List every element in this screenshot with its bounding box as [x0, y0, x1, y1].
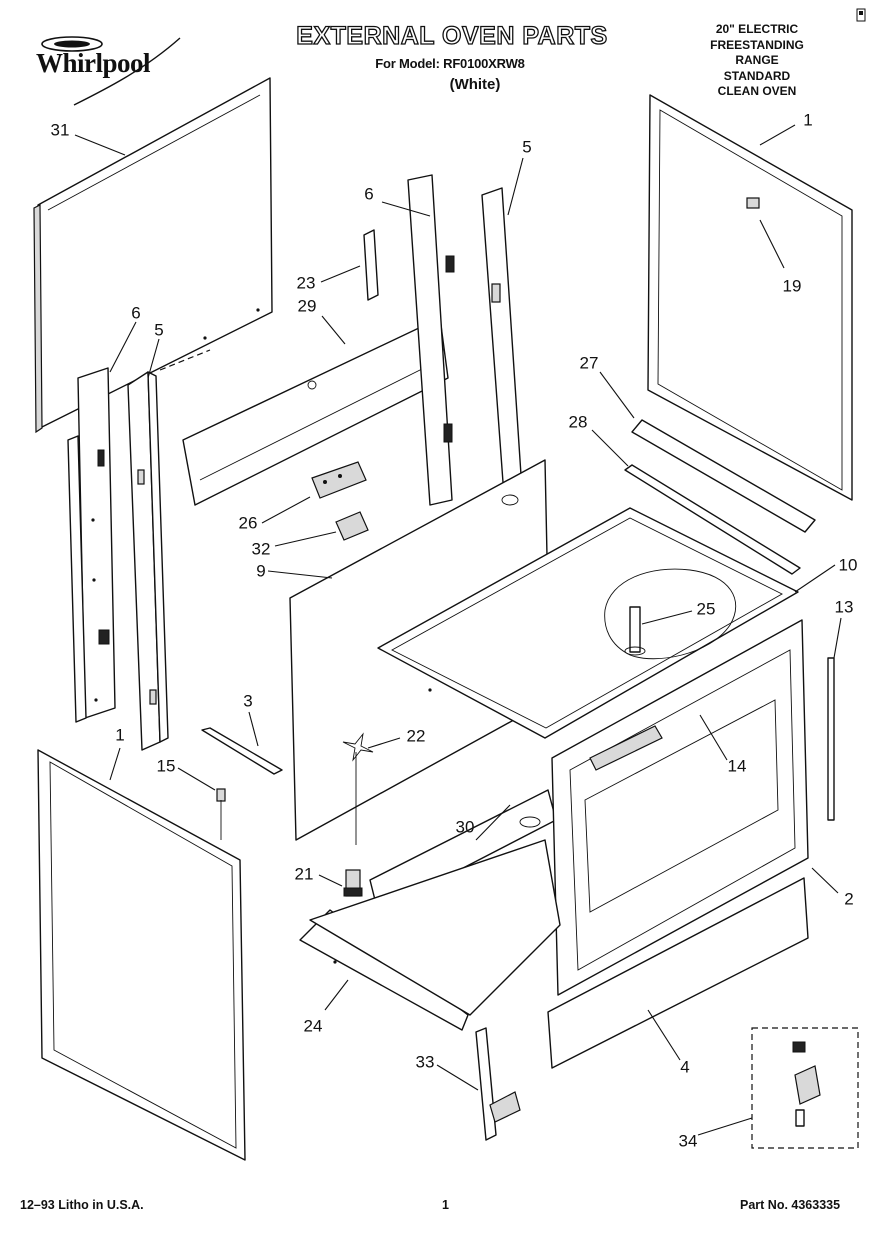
- part-25-post: [624, 606, 646, 656]
- part-13-strip: [827, 657, 835, 821]
- callout-21: 21: [294, 864, 314, 884]
- callout-30: 30: [455, 817, 475, 837]
- part-3-bracket: [201, 727, 283, 775]
- callout-23: 23: [296, 273, 316, 293]
- callout-6-left: 6: [131, 303, 141, 323]
- corner-mark-icon: [856, 8, 866, 22]
- brand-wordmark: Whirlpool: [36, 48, 151, 78]
- part-10-top-frame: [377, 507, 799, 739]
- color-line: (White): [449, 76, 501, 93]
- callout-34: 34: [678, 1131, 698, 1151]
- footer-page-number: 1: [442, 1198, 449, 1212]
- part-27-rail: [631, 419, 816, 533]
- callout-1-bottom: 1: [115, 725, 125, 745]
- part-28-rail: [624, 464, 801, 575]
- part-32-switch: [335, 511, 369, 541]
- part-14-bar: [589, 725, 663, 771]
- callout-15: 15: [156, 756, 176, 776]
- callout-19: 19: [782, 276, 802, 296]
- part-1-door-top: [647, 94, 853, 501]
- callout-leaders: [74, 124, 842, 1136]
- description-line: STANDARD: [723, 68, 791, 83]
- part-23-strip: [363, 229, 379, 301]
- product-description: 20" ELECTRIC FREESTANDING RANGE STANDARD…: [676, 22, 838, 100]
- callout-25: 25: [696, 599, 716, 619]
- callout-6-right: 6: [364, 184, 374, 204]
- callout-29: 29: [297, 296, 317, 316]
- part-21-valve: [343, 869, 363, 897]
- description-line: RANGE: [735, 53, 779, 67]
- part-4-kick-plate: [547, 877, 809, 1069]
- part-22-fan: [342, 732, 374, 845]
- callout-26: 26: [238, 513, 258, 533]
- part-24-tray: [299, 839, 561, 1031]
- callout-13: 13: [834, 597, 854, 617]
- part-31-panel: [33, 77, 273, 434]
- callout-27: 27: [579, 353, 599, 373]
- description-line: FREESTANDING: [710, 37, 804, 52]
- description-line: CLEAN OVEN: [717, 84, 797, 98]
- footer-part-number: Part No. 4363335: [740, 1198, 841, 1212]
- part-34-hardware-kit: [751, 1027, 859, 1149]
- callout-9: 9: [256, 561, 266, 581]
- whirlpool-logo: [41, 36, 181, 106]
- callout-4: 4: [680, 1057, 690, 1077]
- callout-10: 10: [838, 555, 858, 575]
- callout-28: 28: [568, 412, 588, 432]
- callout-1-top: 1: [803, 110, 813, 130]
- part-5-left-rail: [127, 371, 169, 751]
- callout-14: 14: [727, 756, 747, 776]
- callout-5-left: 5: [154, 320, 164, 340]
- callout-32: 32: [251, 539, 271, 559]
- part-5-right-rail: [481, 187, 523, 497]
- part-6-left-rail: [67, 367, 116, 723]
- callout-22: 22: [406, 726, 426, 746]
- callout-5-right: 5: [522, 137, 532, 157]
- description-line: 20" ELECTRIC: [715, 22, 799, 36]
- callout-2: 2: [844, 889, 854, 909]
- part-15-screw: [216, 788, 226, 840]
- page-title: EXTERNAL OVEN PARTS: [296, 21, 608, 50]
- callout-31: 31: [50, 120, 70, 140]
- part-26-terminal-block: [311, 461, 367, 499]
- part-1-door-bottom: [37, 749, 246, 1161]
- part-29-brace: [182, 317, 449, 506]
- part-6-right-rail: [407, 174, 455, 506]
- callout-24: 24: [303, 1016, 323, 1036]
- model-line: For Model: RF0100XRW8: [375, 56, 525, 71]
- callout-33: 33: [415, 1052, 435, 1072]
- callout-3: 3: [243, 691, 253, 711]
- footer-date-litho: 12–93 Litho in U.S.A.: [20, 1198, 144, 1212]
- part-33-bracket: [475, 1027, 521, 1141]
